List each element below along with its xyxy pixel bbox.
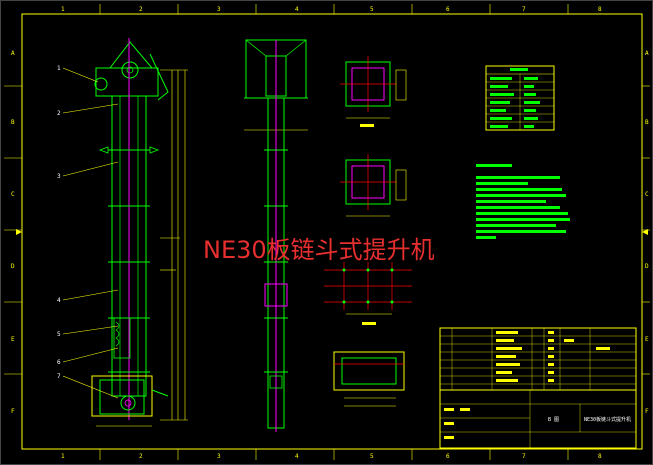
foundation-plan-view <box>324 262 412 325</box>
frame-column-labels: 1 2 3 4 5 6 7 8 1 2 3 4 5 6 7 8 <box>61 6 602 460</box>
column-label-bottom: 3 <box>217 453 221 460</box>
bill-of-materials <box>439 327 637 391</box>
column-label-top: 7 <box>522 6 526 13</box>
title-block-drawing-name: NE30板链斗式提升机 <box>584 416 631 423</box>
row-label-right: A <box>645 50 649 57</box>
column-label-top: 5 <box>370 6 374 13</box>
balloon-label: 3 <box>57 173 61 180</box>
row-label-right: C <box>645 191 649 198</box>
column-label-bottom: 1 <box>61 453 65 460</box>
row-label-left: A <box>11 50 15 57</box>
row-label-left: F <box>11 408 15 415</box>
balloon-label: 7 <box>57 373 61 380</box>
drawing-title: NE30板链斗式提升机 <box>203 236 435 264</box>
column-label-top: 8 <box>598 6 602 13</box>
column-label-bottom: 2 <box>139 453 143 460</box>
row-label-right: D <box>645 263 649 270</box>
row-label-left: E <box>11 336 15 343</box>
title-block: B 图 NE30板链斗式提升机 <box>439 389 637 449</box>
column-label-bottom: 8 <box>598 453 602 460</box>
technical-parameters-table <box>485 65 555 131</box>
technical-notes <box>476 164 570 239</box>
title-block-sheet-label: B 图 <box>548 417 559 423</box>
balloon-label: 5 <box>57 331 61 338</box>
section-view-b <box>340 154 407 217</box>
column-label-top: 4 <box>295 6 299 13</box>
column-label-bottom: 6 <box>446 453 450 460</box>
column-label-bottom: 5 <box>370 453 374 460</box>
column-label-top: 2 <box>139 6 143 13</box>
row-label-right: B <box>645 119 649 126</box>
row-label-left: D <box>11 263 15 270</box>
side-elevation-view <box>244 39 308 432</box>
row-label-right: F <box>645 408 649 415</box>
balloon-label: 2 <box>57 110 61 117</box>
column-label-bottom: 7 <box>522 453 526 460</box>
column-label-top: 3 <box>217 6 221 13</box>
row-label-left: B <box>11 119 15 126</box>
balloon-label: 6 <box>57 359 61 366</box>
boot-section-view <box>333 351 405 407</box>
column-label-top: 1 <box>61 6 65 13</box>
column-label-top: 6 <box>446 6 450 13</box>
frame-row-labels: A B C D E F A B C D E F <box>11 50 649 415</box>
section-view-a <box>340 56 407 127</box>
balloon-label: 1 <box>57 65 61 72</box>
row-label-right: E <box>645 336 649 343</box>
balloon-label: 4 <box>57 297 61 304</box>
column-label-bottom: 4 <box>295 453 299 460</box>
front-elevation-view: 1 2 3 4 5 6 7 <box>57 38 188 427</box>
row-label-left: C <box>11 191 15 198</box>
